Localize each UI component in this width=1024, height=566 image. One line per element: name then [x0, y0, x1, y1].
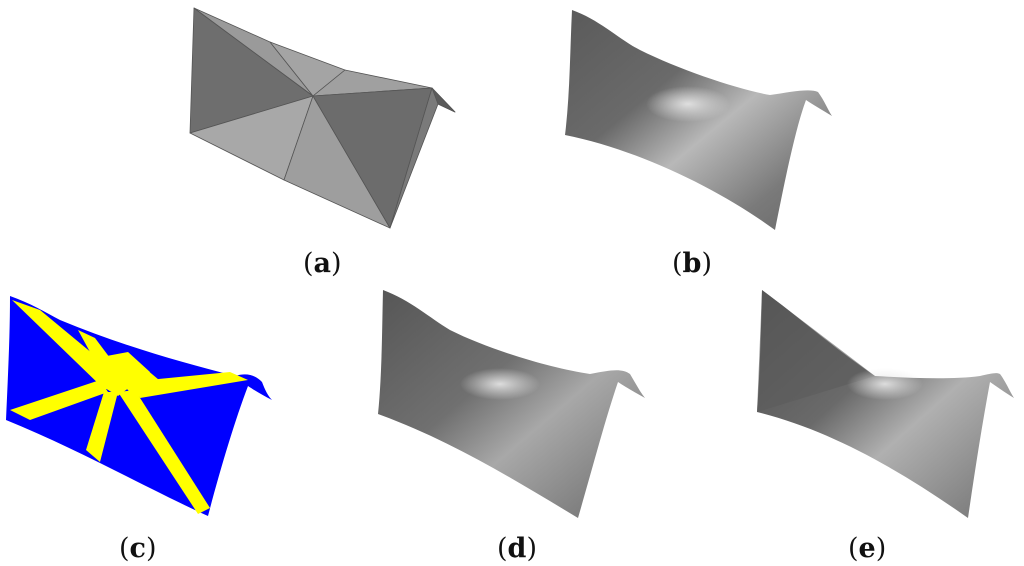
caption-d: (d): [497, 533, 537, 564]
caption-c: (c): [119, 533, 157, 564]
panel-c-surface: [6, 296, 272, 516]
caption-a: (a): [303, 248, 342, 279]
panel-b-surface: [565, 10, 832, 230]
caption-e: (e): [848, 533, 887, 564]
caption-b: (b): [672, 248, 712, 279]
caption-c-label: c: [129, 533, 146, 564]
caption-e-label: e: [858, 533, 876, 564]
caption-a-label: a: [313, 248, 332, 279]
panel-d-surface: [378, 290, 645, 518]
caption-b-label: b: [682, 248, 702, 279]
panel-a-surface: [189, 7, 456, 229]
panel-e-surface: [757, 290, 1014, 518]
caption-d-label: d: [507, 533, 527, 564]
